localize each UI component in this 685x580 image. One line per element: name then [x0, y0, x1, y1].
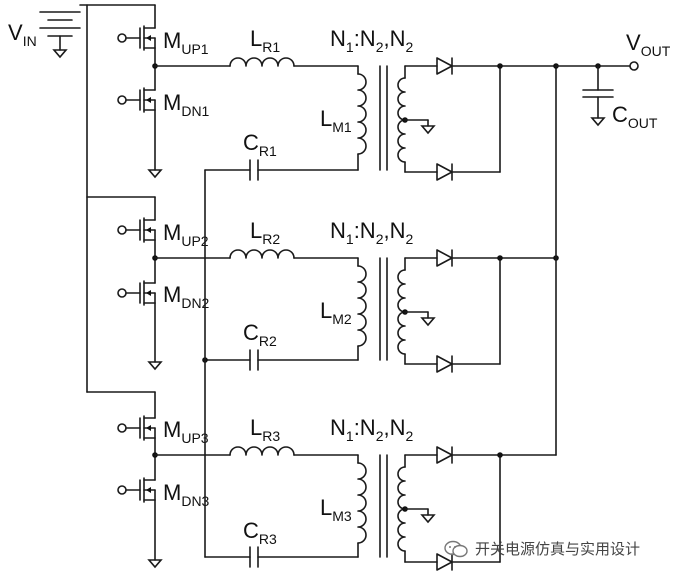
half-bridge-2: MUP2 MDN2	[86, 196, 210, 371]
ground-icon	[420, 125, 436, 135]
lower-switch-label: MDN1	[163, 90, 210, 119]
wechat-icon	[444, 540, 468, 557]
lower-switch-label: MDN2	[163, 282, 210, 311]
phase-1: MUP1 MDN1 LR1 LM1 CR1	[117, 4, 557, 181]
transformer-2: N1:N2,N2	[330, 218, 436, 365]
upper-switch-label: MUP1	[163, 28, 209, 57]
resonant-inductor-label: LR3	[250, 415, 280, 444]
resonant-inductor-label: LR1	[250, 26, 280, 55]
rectifier-2	[404, 249, 559, 373]
ground-icon	[420, 317, 436, 327]
upper-switch-label: MUP3	[163, 417, 209, 446]
turns-ratio-label: N1:N2,N2	[330, 415, 413, 444]
lower-switch-label: MDN3	[163, 480, 210, 509]
phase-2: MUP2 MDN2 LR2 LM2 CR2	[86, 196, 559, 373]
phase-3: MUP3 MDN3 LR3 LM3 CR3	[86, 391, 557, 571]
turns-ratio-label: N1:N2,N2	[330, 218, 413, 247]
resonant-capacitor-label: CR3	[243, 518, 277, 547]
ground-icon	[590, 117, 606, 127]
ground-icon	[52, 49, 68, 59]
half-bridge-1: MUP1 MDN1	[117, 4, 210, 179]
ground-icon	[420, 514, 436, 524]
ground-icon	[147, 169, 163, 179]
resonant-tank-2: LR2 LM2 CR2	[154, 218, 367, 371]
input-source: VIN	[8, 4, 156, 393]
resonant-inductor-label: LR2	[250, 218, 280, 247]
rectifier-3	[404, 446, 557, 571]
resonant-capacitor-label: CR1	[243, 130, 277, 159]
output-section: VOUT COUT	[553, 30, 671, 456]
rectifier-1	[404, 57, 557, 181]
magnetizing-inductor-label: LM1	[320, 106, 352, 135]
magnetizing-inductor-label: LM3	[320, 495, 352, 524]
magnetizing-inductor-label: LM2	[320, 298, 352, 327]
resonant-tank-3: LR3 LM3 CR3	[154, 415, 367, 568]
ground-icon	[147, 361, 163, 371]
output-voltage-label: VOUT	[626, 30, 671, 59]
watermark-text: 开关电源仿真与实用设计	[475, 540, 641, 558]
output-capacitor-label: COUT	[612, 102, 658, 131]
resonant-tank-1: LR1 LM1 CR1	[154, 26, 367, 181]
turns-ratio-label: N1:N2,N2	[330, 26, 413, 55]
upper-switch-label: MUP2	[163, 220, 209, 249]
transformer-3: N1:N2,N2	[330, 415, 436, 563]
watermark: 开关电源仿真与实用设计	[443, 538, 640, 559]
ground-icon	[147, 559, 163, 569]
transformer-1: N1:N2,N2	[330, 26, 436, 173]
half-bridge-3: MUP3 MDN3	[86, 391, 210, 569]
resonant-capacitor-label: CR2	[243, 320, 277, 349]
source-label: VIN	[8, 20, 37, 49]
